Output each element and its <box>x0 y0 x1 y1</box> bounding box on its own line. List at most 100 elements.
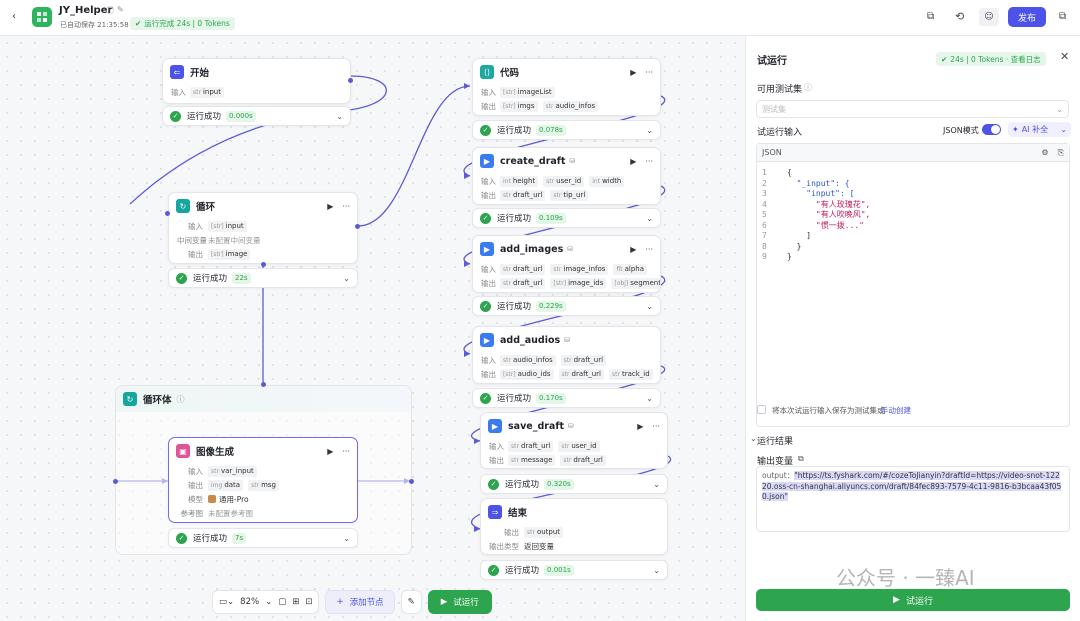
run-node-icon[interactable]: ▶ <box>630 244 637 254</box>
info-icon[interactable]: ⓘ <box>176 394 185 404</box>
chevron-down-icon[interactable]: ⌄ <box>646 125 653 135</box>
db-icon: ⛁ <box>568 422 574 430</box>
json-mode-toggle[interactable] <box>982 124 1001 135</box>
comment-icon[interactable]: ▢ <box>278 597 287 607</box>
code-content[interactable]: { "_input": { "input": [ "有人玫瑰花", "有人吹晚风… <box>787 168 870 263</box>
more-icon[interactable]: ··· <box>342 201 350 211</box>
run-summary-badge[interactable]: ✔24s | 0 Tokens · 查看日志 <box>936 52 1046 66</box>
layout-icon[interactable]: ⊡ <box>305 597 313 607</box>
close-icon[interactable]: ✕ <box>1060 50 1070 63</box>
more-icon[interactable]: ··· <box>342 446 350 456</box>
chevron-down-icon[interactable]: ⌄ <box>343 533 350 543</box>
code-line: "有人玫瑰花", <box>787 199 871 209</box>
run-status-badge: ✔运行完成 24s | 0 Tokens <box>130 17 235 30</box>
play-icon: ▶ <box>893 595 900 605</box>
check-icon: ✔ <box>135 19 142 28</box>
loop-icon: ↻ <box>176 199 190 213</box>
testset-select[interactable]: 测试集⌄ <box>756 100 1069 118</box>
copy-icon[interactable]: ⧉ <box>798 454 804 463</box>
run-button[interactable]: ▶试运行 <box>427 590 492 614</box>
run-node-icon[interactable]: ▶ <box>630 67 637 77</box>
manual-create-link[interactable]: 手动创建 <box>881 406 911 415</box>
output-var-label: 输出变量 <box>757 457 794 467</box>
chevron-down-icon: ⌄ <box>1060 125 1067 134</box>
more-icon[interactable]: ··· <box>645 156 653 166</box>
chevron-down-icon[interactable]: ⌄ <box>343 273 350 283</box>
output-port[interactable] <box>348 78 353 83</box>
input-port[interactable] <box>165 211 170 216</box>
minimap-icon[interactable]: ▭⌄ <box>219 597 235 607</box>
chevron-down-icon[interactable]: ⌄ <box>336 111 343 121</box>
chevron-down-icon[interactable]: ⌄ <box>646 393 653 403</box>
code-line: "有人吹晚风", <box>787 210 871 219</box>
save-testset-checkbox[interactable] <box>757 405 766 414</box>
body-right-port[interactable] <box>409 479 414 484</box>
code-icon: ⟨⟩ <box>480 65 494 79</box>
back-icon[interactable]: ‹ <box>12 11 16 22</box>
body-port[interactable] <box>261 382 266 387</box>
run-node-icon[interactable]: ▶ <box>637 421 644 431</box>
run-node-icon[interactable]: ▶ <box>327 201 334 211</box>
debug-icon[interactable]: ✎ <box>400 590 422 614</box>
zoom-level[interactable]: 82% <box>240 597 260 607</box>
db-icon: ⛁ <box>564 336 571 344</box>
clipboard-icon[interactable]: ⎘ <box>1057 147 1064 157</box>
publish-button[interactable]: 发布 <box>1008 7 1046 27</box>
settings-icon[interactable]: ⚙ <box>1041 148 1049 157</box>
result-label: 运行结果 <box>757 437 794 447</box>
more-icon[interactable]: ··· <box>652 421 660 431</box>
plugin-icon: ▶ <box>480 154 494 168</box>
chevron-down-icon[interactable]: ⌄ <box>646 301 653 311</box>
more-icon[interactable]: ··· <box>645 244 653 254</box>
collaborators-icon[interactable]: ☺ <box>979 8 999 26</box>
panel-run-button[interactable]: ▶试运行 <box>756 589 1070 611</box>
output-port[interactable] <box>355 224 360 229</box>
ai-fill-button[interactable]: ✦AI 补全⌄ <box>1008 122 1071 137</box>
chevron-down-icon[interactable]: ⌄ <box>653 479 660 489</box>
code-line: "_input": { <box>787 178 850 188</box>
node-title: 开始 <box>190 68 210 79</box>
plugin-icon: ▶ <box>480 333 494 347</box>
success-icon: ✓ <box>170 110 181 122</box>
chevron-down-icon[interactable]: ⌄ <box>646 213 653 223</box>
layout-icon[interactable]: ⧉ <box>1059 11 1067 22</box>
history-icon[interactable]: ⟲ <box>955 10 965 23</box>
run-node-icon[interactable]: ▶ <box>327 446 334 456</box>
chevron-down-icon[interactable]: ⌄ <box>265 597 273 607</box>
collapse-icon[interactable]: ⌄ <box>750 434 757 443</box>
output-box[interactable]: output："https://ts.fyshark.com/#/cozeToJ… <box>756 466 1070 532</box>
chevron-down-icon[interactable]: ⌄ <box>653 565 660 575</box>
edit-icon[interactable]: ✎ <box>117 5 124 14</box>
add-node-button[interactable]: +添加节点 <box>325 590 395 614</box>
info-icon[interactable]: ⓘ <box>106 6 114 15</box>
more-icon[interactable]: ··· <box>645 67 653 77</box>
run-node-icon[interactable]: ▶ <box>630 156 637 166</box>
body-left-port[interactable] <box>113 479 118 484</box>
line-number: 9 <box>762 252 767 261</box>
copy-icon[interactable]: ⧉ <box>927 11 935 22</box>
loop-port[interactable] <box>261 262 266 267</box>
info-icon[interactable]: ⓘ <box>804 83 812 92</box>
grid-icon[interactable]: ⊞ <box>292 597 300 607</box>
loop-node[interactable]: ↻循环▶··· 输入[str]input 中间变量未配置中间变量 输出[str]… <box>168 192 358 264</box>
